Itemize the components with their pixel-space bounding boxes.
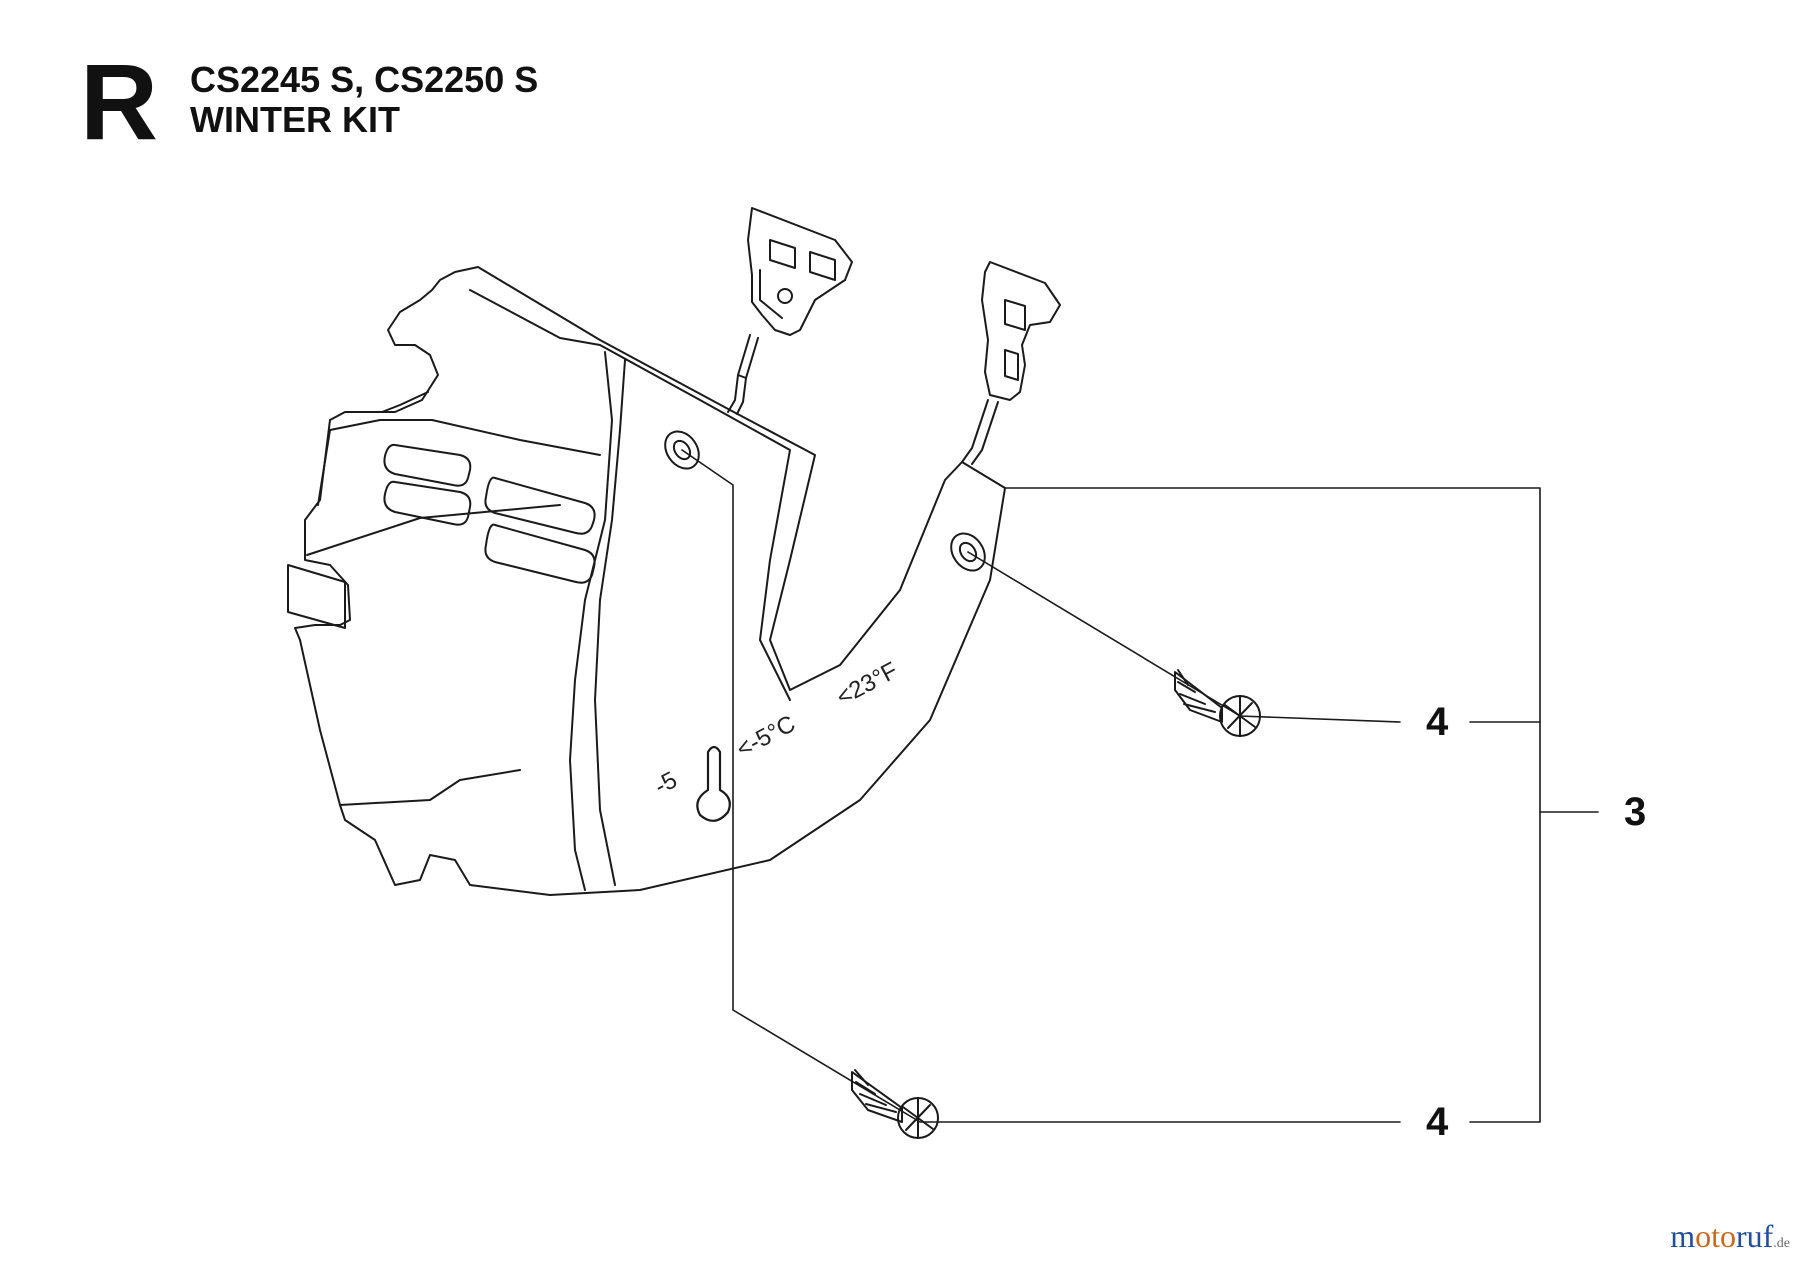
engraving-fahrenheit: <23°F: [832, 657, 902, 711]
callout-winter-kit: 3: [1624, 790, 1647, 834]
right-clip-connector: [961, 261, 1061, 465]
watermark-m: m: [1670, 1218, 1696, 1254]
model-numbers: CS2245 S, CS2250 S: [190, 59, 539, 100]
callout-screw-upper: 4: [1426, 700, 1449, 744]
left-clip-connector: [727, 207, 853, 415]
title-block: CS2245 S, CS2250 S WINTER KIT: [190, 60, 538, 140]
leader-lines: [681, 449, 1599, 1123]
watermark-oto: oto: [1695, 1218, 1736, 1254]
engraving-minus-five: -5: [650, 766, 682, 800]
screw-lower: [851, 1069, 939, 1139]
watermark-domain: .de: [1773, 1236, 1790, 1251]
diagram-title: WINTER KIT: [190, 99, 400, 140]
callout-screw-lower: 4: [1426, 1100, 1449, 1144]
watermark-logo: motoruf.de: [1670, 1218, 1790, 1255]
screw-upper: [1174, 669, 1261, 737]
section-letter: R: [80, 41, 158, 162]
engraving-celsius: <-5°C: [732, 710, 800, 763]
winter-kit-cover-plate: [287, 266, 1006, 896]
cover-engraving: -5 <-5°C <23°F: [650, 657, 902, 800]
watermark-ruf: ruf: [1735, 1218, 1774, 1254]
